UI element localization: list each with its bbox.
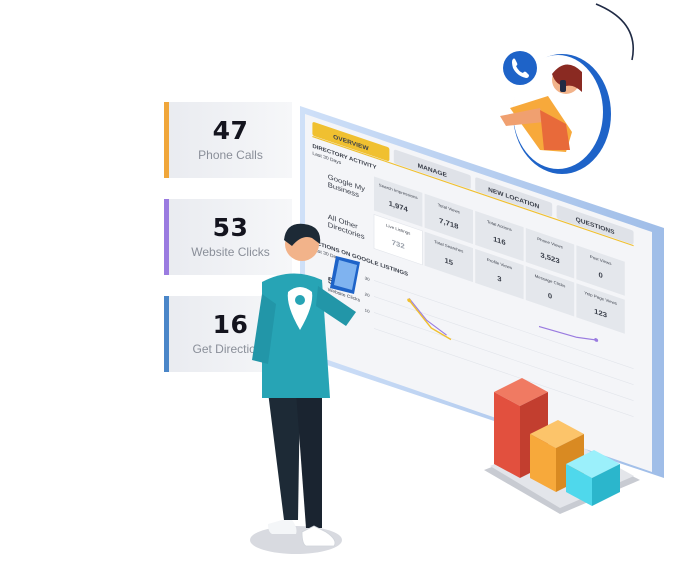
man-leg-right <box>296 392 322 528</box>
axis-tick: 10 <box>365 308 370 314</box>
metric-value: 116 <box>493 235 505 248</box>
metric-value: 3 <box>497 274 501 284</box>
man-with-tablet-illustration <box>250 223 356 554</box>
trend-line-yellow <box>408 300 452 341</box>
phone-icon <box>503 51 537 85</box>
metric-cell <box>424 193 474 245</box>
stat-accent-bar <box>164 102 169 178</box>
metric-cell <box>576 245 625 296</box>
pin-dot <box>295 295 305 305</box>
woman-shirt-detail <box>540 110 570 150</box>
woman-phone <box>560 80 566 92</box>
metric-cell <box>475 248 524 300</box>
stat-accent-bar <box>164 199 169 275</box>
metrics-other-row: Live Listings 732 Total Searches 15 Prof… <box>373 214 625 334</box>
pin-shape <box>287 287 313 330</box>
bar-cyan-front <box>566 464 592 506</box>
tablet-icon <box>330 256 360 294</box>
tablet-screen <box>334 260 357 290</box>
metric-cell <box>424 231 474 283</box>
trend-line-purple <box>408 298 447 336</box>
metric-value: 0 <box>548 291 552 301</box>
bar-red-top <box>494 378 548 406</box>
metric-value: 15 <box>445 256 454 267</box>
bar-chart-3d <box>484 378 640 514</box>
axis-tick: 30 <box>365 276 370 282</box>
decorative-arc <box>595 3 634 61</box>
stat-value: 53 <box>212 213 249 242</box>
metric-cell <box>525 228 575 279</box>
stat-value: 16 <box>212 310 249 339</box>
metric-cell <box>576 283 625 334</box>
bar-red-front <box>494 392 520 478</box>
man-jacket <box>262 273 330 398</box>
stat-label: Get Directions <box>192 342 269 356</box>
gridline <box>374 328 634 418</box>
axis-tick: 20 <box>365 292 370 298</box>
metric-cell <box>525 266 575 317</box>
stat-card-website-clicks: 53 Website Clicks <box>164 199 292 275</box>
location-pin-icon <box>287 287 313 330</box>
trend-line-purple-right <box>538 325 597 341</box>
man-leg-left <box>268 392 300 520</box>
metric-label: Post Views <box>590 254 612 266</box>
metric-cell <box>374 176 423 227</box>
woman-arm <box>500 108 544 126</box>
trend-point <box>594 338 599 342</box>
bar-cyan-side <box>592 464 620 506</box>
tab-underline <box>312 135 634 247</box>
woman-hair <box>552 64 582 92</box>
metric-cell <box>373 214 423 266</box>
stat-value: 47 <box>212 116 249 145</box>
actions-chart: 30 20 10 <box>365 276 634 418</box>
tab-questions[interactable] <box>556 205 634 245</box>
man-arm-right <box>316 286 356 326</box>
phone-glyph <box>512 58 529 78</box>
man-shoe-right <box>301 525 336 547</box>
phone-icon-badge <box>503 51 537 85</box>
bar-orange-front <box>530 434 556 492</box>
stat-card-phone-calls: 47 Phone Calls <box>164 102 292 178</box>
tab-manage[interactable] <box>393 149 471 189</box>
stat-label: Website Clicks <box>191 245 270 259</box>
dashboard-content: OVERVIEW MANAGE NEW LOCATION QUESTIONS D… <box>312 121 634 418</box>
metric-value: 732 <box>392 238 405 251</box>
metric-cell <box>475 210 524 262</box>
woman-on-call-illustration <box>500 54 611 174</box>
metrics-google-row: Search Impressions 1,974 Total Views 7,7… <box>374 176 625 296</box>
trend-point <box>407 298 412 303</box>
metric-value: 0 <box>598 270 602 280</box>
man-shoe-left <box>268 520 297 534</box>
bar-cyan-top <box>566 450 620 478</box>
stat-accent-bar <box>164 296 169 372</box>
tab-overview[interactable] <box>312 121 390 162</box>
gridline <box>374 312 634 402</box>
bar-orange-top <box>530 420 584 448</box>
metric-value: 123 <box>594 307 607 320</box>
stat-label: Phone Calls <box>198 148 263 162</box>
man-arm-left <box>252 294 276 364</box>
gridline <box>374 280 634 370</box>
man-hair <box>284 223 321 246</box>
tab-new-location[interactable] <box>475 177 553 217</box>
